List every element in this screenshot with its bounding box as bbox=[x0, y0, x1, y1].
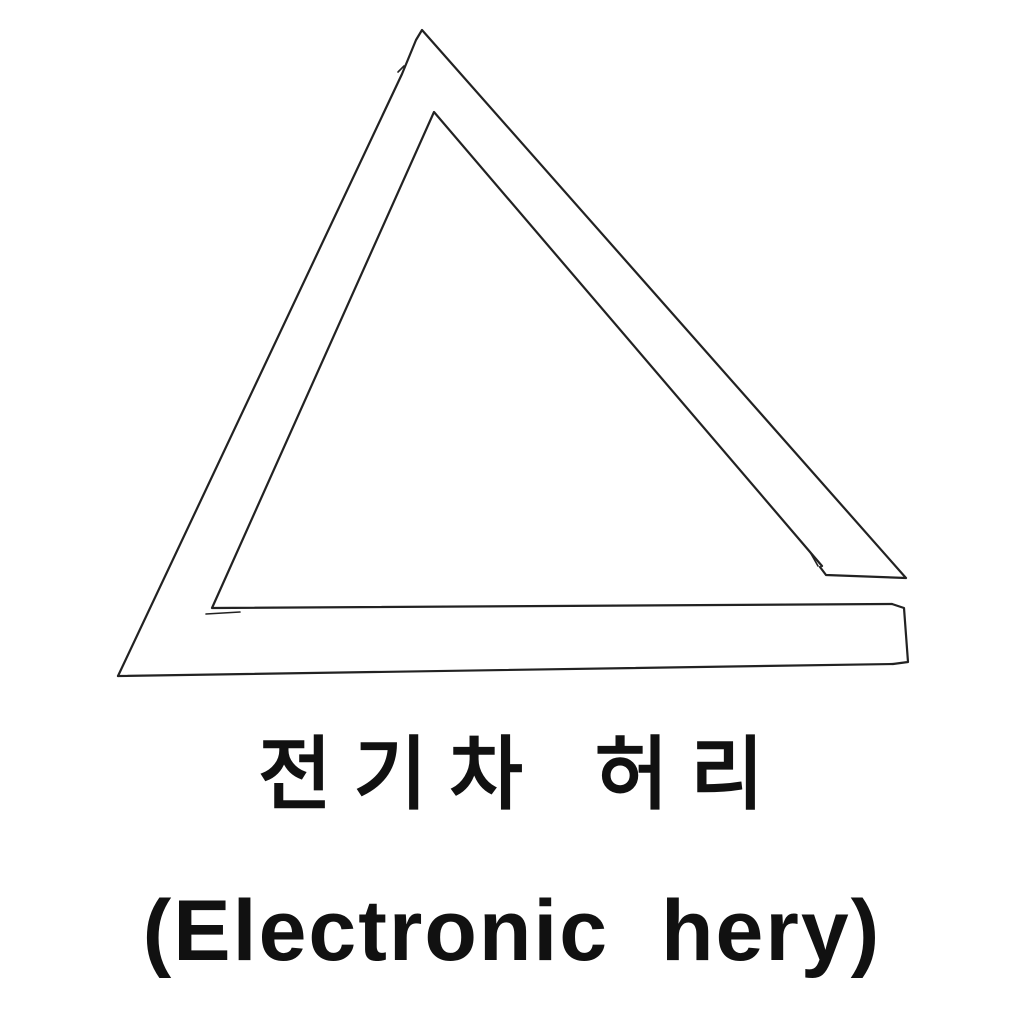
triangle-frame-sketch bbox=[116, 28, 910, 678]
inner-corner-mark-right bbox=[809, 551, 819, 567]
bottom-bar-outer-edge bbox=[116, 662, 895, 678]
bottom-bar-end bbox=[890, 602, 910, 666]
caption-english: (Electronic hery) bbox=[142, 883, 882, 979]
inner-outline bbox=[210, 110, 894, 610]
inner-corner-mark-left bbox=[205, 611, 241, 615]
outer-top-tick bbox=[397, 65, 405, 73]
caption-korean: 전기차 허리 bbox=[258, 728, 786, 821]
outer-outline bbox=[116, 28, 908, 678]
